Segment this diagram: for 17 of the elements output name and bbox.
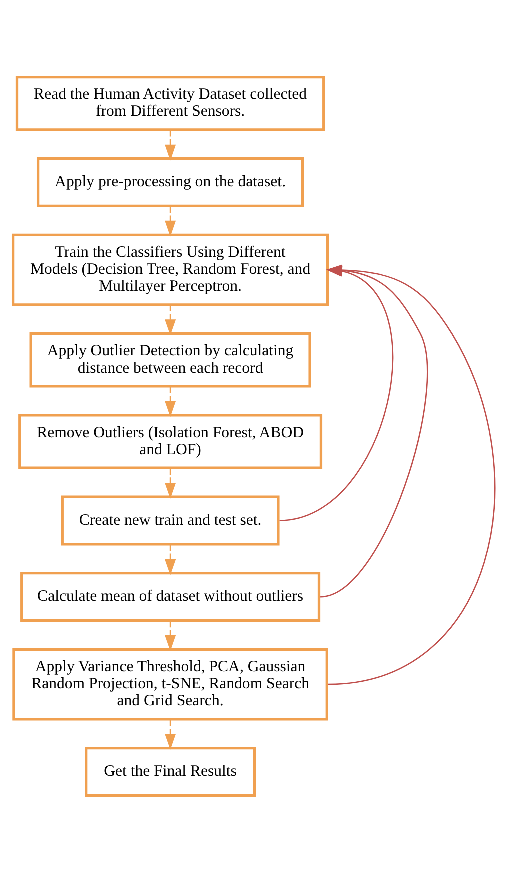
arrow (165, 621, 176, 652)
node-box: Apply Variance Threshold, PCA, Gaussian Random Projection, t-SNE, Random Search and Grid Search. (12, 648, 328, 721)
arrow (165, 720, 176, 750)
node-box: Create new train and test set. (61, 496, 280, 546)
node-box: Remove Outliers (Isolation Forest, ABOD and LOF) (18, 414, 323, 470)
node-box: Apply pre-processing on the dataset. (37, 158, 304, 208)
arrow (165, 468, 176, 499)
node-box: Read the Human Activity Dataset collected from Different Sensors. (16, 76, 326, 132)
node-box: Train the Classifiers Using Different Models (Decision Tree, Random Forest, and Multilayer Perceptron. (12, 234, 330, 306)
arrow (165, 544, 176, 576)
arrow (165, 304, 176, 336)
arrow (165, 386, 176, 418)
arrow (165, 206, 176, 237)
arrow (165, 130, 176, 161)
node-box: Get the Final Results (85, 747, 256, 798)
node-box: Apply Outlier Detection by calculating distance between each record (30, 332, 312, 388)
node-box: Calculate mean of dataset without outliers (20, 572, 321, 622)
